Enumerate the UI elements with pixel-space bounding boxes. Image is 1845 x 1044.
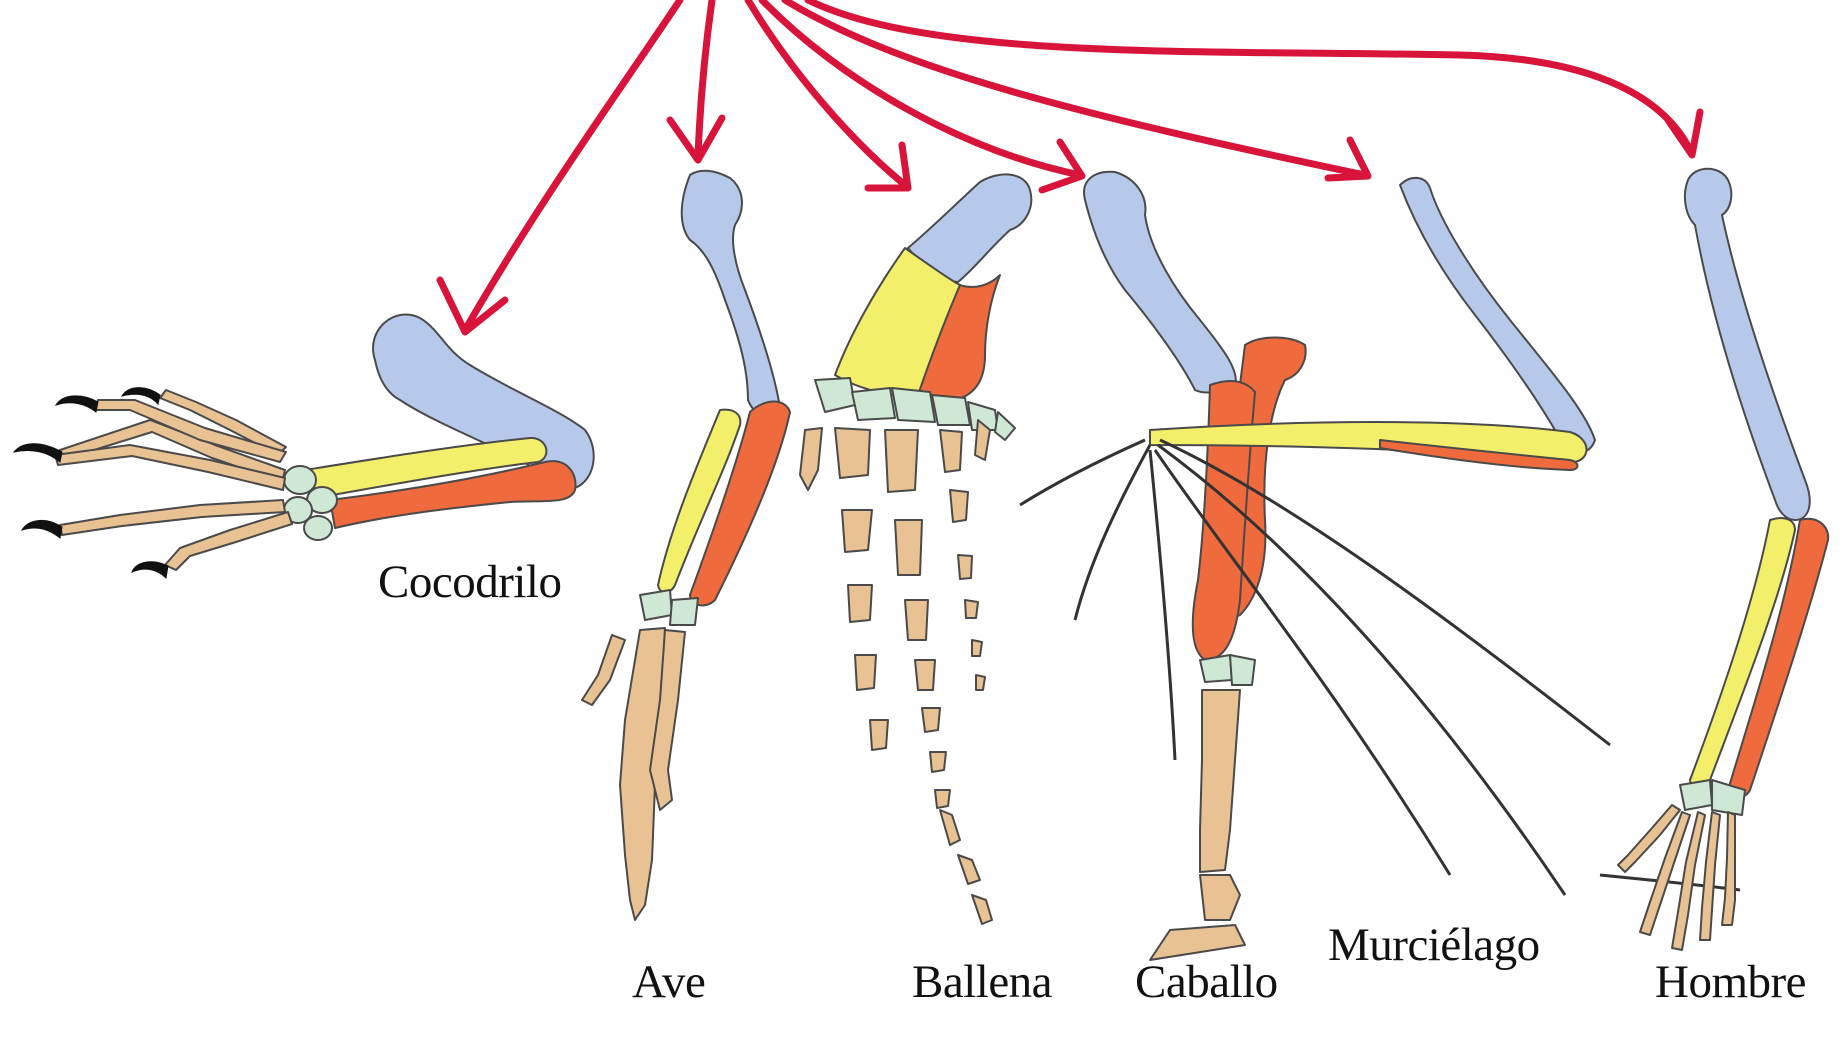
ave-limb — [582, 171, 790, 920]
caballo-humerus — [1084, 172, 1236, 393]
caballo-limb — [1084, 172, 1306, 960]
cocodrilo-digits — [55, 390, 292, 570]
cocodrilo-limb — [14, 314, 594, 578]
hombre-limb — [1618, 169, 1828, 950]
caballo-digits — [1150, 690, 1245, 960]
ballena-limb — [800, 174, 1031, 924]
label-caballo: Caballo — [1135, 955, 1278, 1009]
arrow-to-hombre — [808, 0, 1700, 155]
caballo-carpals — [1200, 655, 1255, 685]
label-ballena: Ballena — [912, 955, 1052, 1009]
label-hombre: Hombre — [1655, 955, 1806, 1009]
murcielago-digits — [1020, 440, 1740, 895]
arrow-to-ave — [670, 0, 722, 160]
label-cocodrilo: Cocodrilo — [378, 555, 561, 609]
hombre-humerus — [1685, 169, 1810, 520]
ave-humerus — [682, 171, 780, 415]
label-ave: Ave — [632, 955, 705, 1009]
arrow-to-cocodrilo — [440, 0, 680, 332]
ave-digits — [582, 628, 685, 920]
arrows — [440, 0, 1700, 332]
label-murcielago: Murciélago — [1328, 918, 1540, 972]
murcielago-humerus — [1400, 178, 1595, 453]
ballena-digits — [800, 420, 992, 924]
caballo-radius — [1193, 381, 1255, 660]
